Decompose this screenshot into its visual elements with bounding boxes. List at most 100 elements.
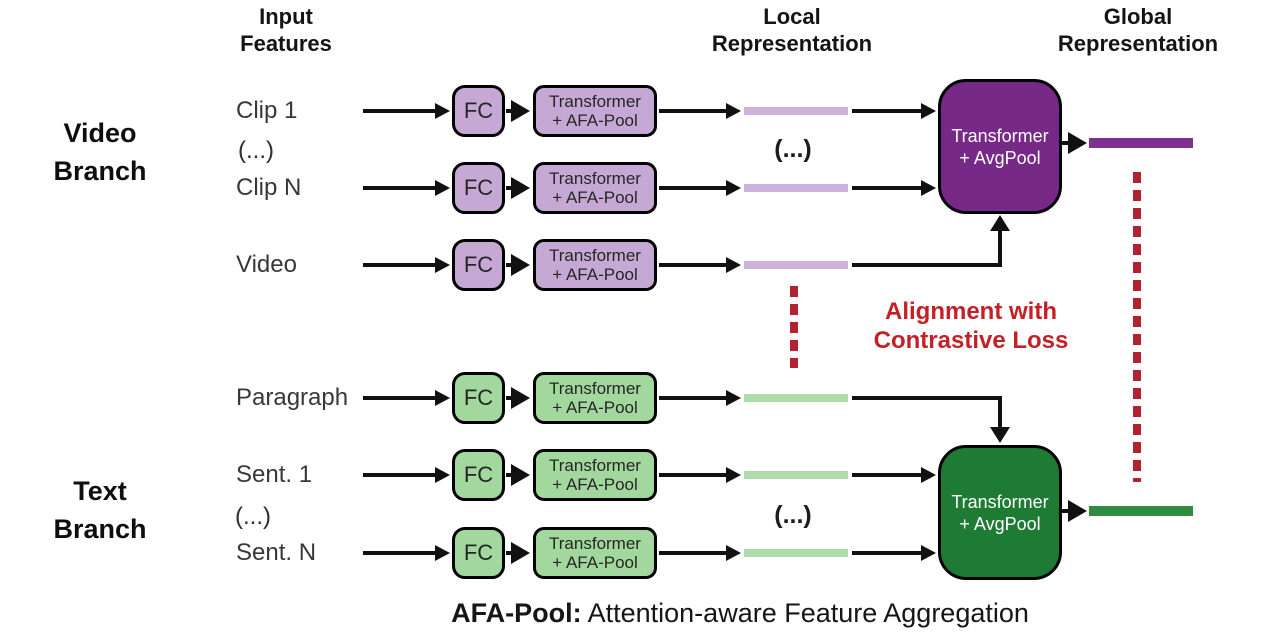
- arrow-line: [852, 396, 1002, 400]
- transformer-label: Transformer: [549, 379, 641, 398]
- afa-pool-block-video-3: Transformer + AFA-Pool: [533, 239, 657, 291]
- caption: AFA-Pool: Attention-aware Feature Aggreg…: [360, 598, 1120, 629]
- column-header-global-representation: Global Representation: [1057, 4, 1219, 56]
- arrowhead-icon: [726, 257, 741, 273]
- arrow-line: [659, 109, 727, 113]
- arrow-line: [363, 186, 437, 190]
- fc-block-video-2: FC: [452, 162, 505, 214]
- arrowhead-icon: [726, 467, 741, 483]
- fc-block-video-1: FC: [452, 85, 505, 137]
- fc-label: FC: [463, 175, 494, 200]
- arrow-line: [363, 396, 437, 400]
- contrastive-dashed-link-local: [790, 286, 798, 368]
- alignment-loss-label: Alignment with Contrastive Loss: [873, 298, 1069, 354]
- arrowhead-icon: [511, 254, 530, 276]
- caption-definition: Attention-aware Feature Aggregation: [581, 598, 1029, 628]
- text-branch-label: Text Branch: [53, 476, 147, 544]
- local-representation-bar-video-3: [744, 261, 848, 269]
- local-representation-bar-video-1: [744, 107, 848, 115]
- arrow-line: [506, 473, 513, 477]
- arrowhead-icon: [990, 215, 1010, 231]
- afa-pool-label: + AFA-Pool: [552, 553, 638, 572]
- input-label-sent-1: Sent. 1: [236, 461, 313, 488]
- column-header-input-features: Input Features: [240, 4, 332, 56]
- arrowhead-icon: [435, 545, 450, 561]
- arrowhead-icon: [511, 387, 530, 409]
- arrow-line: [659, 473, 727, 477]
- arrow-line: [506, 263, 513, 267]
- aggregator-block-video: Transformer + AvgPool: [938, 79, 1062, 214]
- arrowhead-icon: [921, 467, 936, 483]
- arrow-line: [659, 263, 727, 267]
- local-representation-bar-text-3: [744, 549, 848, 557]
- ellipsis-text-local: (...): [774, 501, 812, 529]
- arrow-line: [659, 551, 727, 555]
- arrow-line: [998, 398, 1002, 429]
- arrow-line: [506, 396, 513, 400]
- afa-pool-block-text-2: Transformer + AFA-Pool: [533, 449, 657, 501]
- global-representation-bar-text: [1089, 506, 1193, 516]
- arrowhead-icon: [921, 545, 936, 561]
- fc-label: FC: [463, 462, 494, 487]
- arrowhead-icon: [1068, 132, 1087, 154]
- input-label-sent-n: Sent. N: [236, 539, 317, 566]
- arrowhead-icon: [921, 103, 936, 119]
- arrowhead-icon: [511, 100, 530, 122]
- arrowhead-icon: [921, 180, 936, 196]
- afa-pool-block-text-1: Transformer + AFA-Pool: [533, 372, 657, 424]
- arrowhead-icon: [511, 177, 530, 199]
- arrowhead-icon: [990, 427, 1010, 443]
- local-representation-bar-text-2: [744, 471, 848, 479]
- afa-pool-block-text-3: Transformer + AFA-Pool: [533, 527, 657, 579]
- arrow-line: [363, 551, 437, 555]
- transformer-label: Transformer: [549, 92, 641, 111]
- transformer-label: Transformer: [951, 491, 1049, 512]
- arrow-line: [852, 551, 923, 555]
- fc-label: FC: [463, 385, 494, 410]
- arrowhead-icon: [726, 180, 741, 196]
- transformer-label: Transformer: [549, 456, 641, 475]
- arrowhead-icon: [726, 103, 741, 119]
- arrowhead-icon: [726, 390, 741, 406]
- fc-block-video-3: FC: [452, 239, 505, 291]
- video-branch-label: Video Branch: [53, 118, 147, 186]
- arrowhead-icon: [435, 257, 450, 273]
- arrowhead-icon: [435, 103, 450, 119]
- arrow-line: [659, 396, 727, 400]
- transformer-label: Transformer: [549, 246, 641, 265]
- afa-pool-block-video-1: Transformer + AFA-Pool: [533, 85, 657, 137]
- arrow-line: [998, 231, 1002, 265]
- afa-pool-label: + AFA-Pool: [552, 188, 638, 207]
- fc-block-text-2: FC: [452, 449, 505, 501]
- arrow-line: [852, 473, 923, 477]
- ellipsis-text-inputs: (...): [235, 503, 271, 530]
- fc-block-text-1: FC: [452, 372, 505, 424]
- input-label-clip-n: Clip N: [236, 174, 302, 201]
- arrow-line: [506, 551, 513, 555]
- local-representation-bar-video-2: [744, 184, 848, 192]
- input-label-clip-1: Clip 1: [236, 97, 298, 124]
- fc-block-text-3: FC: [452, 527, 505, 579]
- arrow-line: [506, 109, 513, 113]
- arrowhead-icon: [435, 467, 450, 483]
- arrow-line: [1062, 141, 1070, 145]
- afa-pool-label: + AFA-Pool: [552, 475, 638, 494]
- arrow-line: [852, 263, 1002, 267]
- aggregator-block-text: Transformer + AvgPool: [938, 445, 1062, 580]
- arrow-line: [852, 186, 923, 190]
- arrowhead-icon: [1068, 500, 1087, 522]
- arrow-line: [363, 473, 437, 477]
- arrow-line: [659, 186, 727, 190]
- arrow-line: [1062, 509, 1070, 513]
- contrastive-dashed-link-global: [1133, 172, 1141, 482]
- arrow-line: [363, 263, 437, 267]
- ellipsis-video-inputs: (...): [238, 137, 274, 164]
- afa-pool-label: + AFA-Pool: [552, 398, 638, 417]
- caption-term: AFA-Pool:: [451, 598, 582, 628]
- transformer-label: Transformer: [549, 169, 641, 188]
- avg-pool-label: + AvgPool: [959, 513, 1041, 534]
- global-representation-bar-video: [1089, 138, 1193, 148]
- fc-label: FC: [463, 540, 494, 565]
- arrowhead-icon: [511, 464, 530, 486]
